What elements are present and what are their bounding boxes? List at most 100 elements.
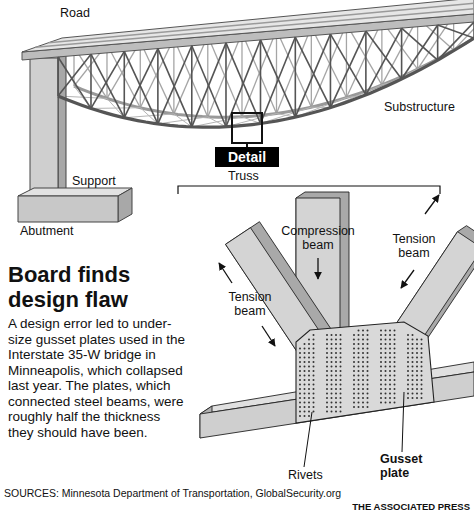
truss-member	[330, 34, 332, 107]
rivet	[353, 343, 355, 345]
rivet	[407, 348, 409, 350]
rivet	[394, 384, 396, 386]
rivet	[308, 388, 310, 390]
rivet	[380, 357, 382, 359]
force-arrow	[317, 258, 318, 279]
rivet	[416, 339, 418, 341]
rivet	[313, 402, 315, 404]
rivet	[380, 388, 382, 390]
rivet	[421, 361, 423, 363]
rivet	[367, 330, 369, 332]
rivet	[304, 388, 306, 390]
rivet	[394, 379, 396, 381]
truss-member	[366, 28, 402, 95]
rivet	[308, 357, 310, 359]
rivet	[326, 366, 328, 368]
rivet	[407, 384, 409, 386]
force-arrow	[262, 326, 275, 346]
rivet	[389, 339, 391, 341]
truss-member	[401, 28, 403, 79]
rivet	[416, 352, 418, 354]
rivet	[412, 366, 414, 368]
rivet	[407, 375, 409, 377]
detail-box: Detail	[215, 147, 279, 167]
rivet	[394, 352, 396, 354]
rivet	[358, 393, 360, 395]
rivet	[416, 397, 418, 399]
rivet	[299, 375, 301, 377]
truss-member	[207, 36, 208, 117]
part-label: Support	[72, 174, 116, 188]
rivet	[389, 366, 391, 368]
rivet	[358, 402, 360, 404]
rivet	[389, 388, 391, 390]
rivet	[389, 370, 391, 372]
rivet	[394, 366, 396, 368]
rivet	[385, 348, 387, 350]
rivet	[394, 388, 396, 390]
rivet	[313, 393, 315, 395]
force-arrow	[219, 263, 232, 283]
rivet	[389, 384, 391, 386]
part-label: Tension beam	[220, 290, 280, 319]
rivet	[358, 352, 360, 354]
rivet	[380, 339, 382, 341]
rivet	[362, 361, 364, 363]
rivet	[416, 388, 418, 390]
rivet	[367, 379, 369, 381]
rivet	[358, 370, 360, 372]
force-arrow	[401, 270, 414, 288]
rivet	[340, 370, 342, 372]
rivet	[358, 348, 360, 350]
truss-member	[57, 57, 59, 96]
leader-line	[304, 412, 312, 467]
rivet	[416, 379, 418, 381]
rivet	[367, 375, 369, 377]
rivet	[313, 370, 315, 372]
rivet	[412, 375, 414, 377]
rivet	[304, 411, 306, 413]
pier-side	[58, 53, 66, 200]
rivet	[331, 375, 333, 377]
rivet	[362, 357, 364, 359]
rivet	[353, 379, 355, 381]
rivet	[340, 375, 342, 377]
rivet	[407, 357, 409, 359]
rivet	[362, 402, 364, 404]
rivet	[362, 366, 364, 368]
rivet	[380, 343, 382, 345]
rivet	[299, 397, 301, 399]
rivet	[416, 384, 418, 386]
rivet	[380, 384, 382, 386]
pier-front	[30, 58, 58, 200]
rivet	[358, 361, 360, 363]
rivet	[367, 366, 369, 368]
rivet	[385, 402, 387, 404]
rivet	[340, 393, 342, 395]
rivet	[331, 339, 333, 341]
rivet	[313, 379, 315, 381]
truss-member	[261, 37, 296, 123]
rivet	[362, 370, 364, 372]
rivet	[326, 388, 328, 390]
rivet	[313, 366, 315, 368]
rivet	[353, 348, 355, 350]
rivet	[407, 352, 409, 354]
rivet	[358, 343, 360, 345]
rivet	[353, 397, 355, 399]
rivet	[331, 348, 333, 350]
rivet	[416, 366, 418, 368]
rivet	[362, 352, 364, 354]
part-label: Road	[60, 6, 90, 20]
rivet	[394, 339, 396, 341]
rivet	[313, 361, 315, 363]
rivet	[353, 361, 355, 363]
rivet	[326, 379, 328, 381]
rivet	[380, 370, 382, 372]
rivet	[407, 370, 409, 372]
rivet	[380, 402, 382, 404]
rivet	[385, 352, 387, 354]
rivet	[389, 348, 391, 350]
rivet	[380, 379, 382, 381]
